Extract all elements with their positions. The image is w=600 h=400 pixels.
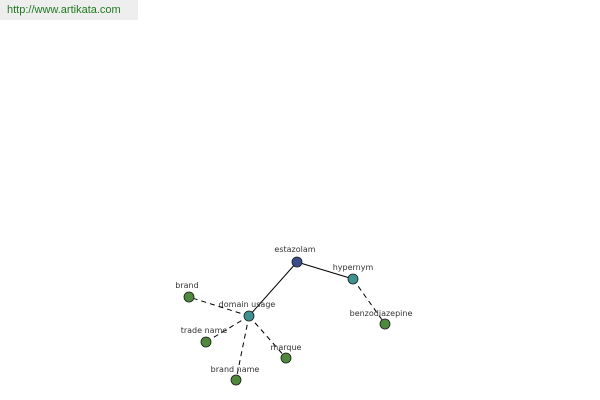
node-trade-name[interactable]: [200, 336, 212, 348]
graph-labels: estazolam hypernym benzodiazepine domain us…: [175, 245, 412, 374]
site-url-text: http://www.artikata.com: [7, 4, 121, 16]
node-brand-name[interactable]: [230, 374, 242, 386]
node-label-marque: marque: [271, 343, 302, 352]
edge-domain-usage-brand: [188, 296, 250, 317]
graph-edges: [188, 261, 386, 381]
graph-nodes: [183, 256, 391, 386]
edge-estazolam-hypernym: [296, 261, 354, 280]
node-label-hypernym: hypernym: [333, 263, 374, 272]
node-brand[interactable]: [183, 291, 195, 303]
node-domain-usage[interactable]: [243, 310, 255, 322]
edge-domain-usage-marque: [248, 315, 287, 359]
node-label-brand: brand: [175, 281, 198, 290]
node-label-brand-name: brand name: [211, 365, 260, 374]
edge-domain-usage-brand-name: [235, 315, 250, 381]
node-hypernym[interactable]: [347, 273, 359, 285]
edge-hypernym-benzodiazepine: [352, 278, 386, 325]
site-url-banner[interactable]: http://www.artikata.com: [0, 0, 138, 20]
node-estazolam[interactable]: [291, 256, 303, 268]
node-label-trade-name: trade name: [181, 326, 228, 335]
node-marque[interactable]: [280, 352, 292, 364]
node-benzodiazepine[interactable]: [379, 318, 391, 330]
edge-estazolam-domain-usage: [248, 261, 298, 317]
node-label-estazolam: estazolam: [274, 245, 315, 254]
node-label-domain-usage: domain usage: [219, 300, 276, 309]
node-label-benzodiazepine: benzodiazepine: [350, 309, 413, 318]
